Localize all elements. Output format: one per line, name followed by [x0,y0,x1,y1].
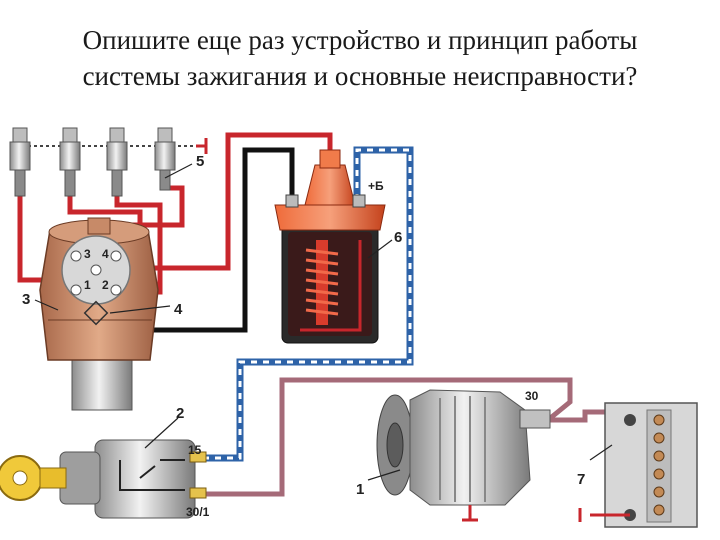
terminal-15: 15 [188,443,202,457]
terminal-30: 30 [525,389,539,403]
callout-2: 2 [176,405,184,422]
ground-symbol-plugs [196,138,208,154]
dist-num-4: 4 [102,247,109,261]
dist-num-2: 2 [102,278,109,292]
title-line-1: Опишите еще раз устройство и принцип раб… [82,25,638,55]
title-line-2: системы зажигания и основные неисправнос… [82,61,638,91]
callout-3: 3 [22,291,30,308]
ignition-coil [274,149,386,344]
battery [578,402,698,528]
spark-plug [9,127,31,197]
spark-plug [59,127,81,197]
dist-num-3: 3 [84,247,91,261]
wire-hv-center [108,132,333,271]
terminal-30-1: 30/1 [186,505,210,519]
distributor: 3 4 1 2 [39,217,159,411]
callout-lines [34,163,613,481]
spark-plug [106,127,128,197]
wire-mauve [205,377,573,497]
wire-blue-dashed [205,146,414,462]
spark-plugs [9,127,176,197]
ignition-switch [59,439,207,519]
callout-6: 6 [394,229,402,246]
callout-7: 7 [577,471,585,488]
wire-black [150,147,295,333]
dist-num-1: 1 [84,278,91,292]
alternator [376,389,551,522]
callout-4: 4 [174,301,183,318]
key-icon [0,455,67,501]
page-title: Опишите еще раз устройство и принцип раб… [0,22,720,94]
callout-5: 5 [196,153,204,170]
spark-plug [154,127,176,191]
terminal-plus-b: +Б [368,179,384,193]
callout-1: 1 [356,481,364,498]
